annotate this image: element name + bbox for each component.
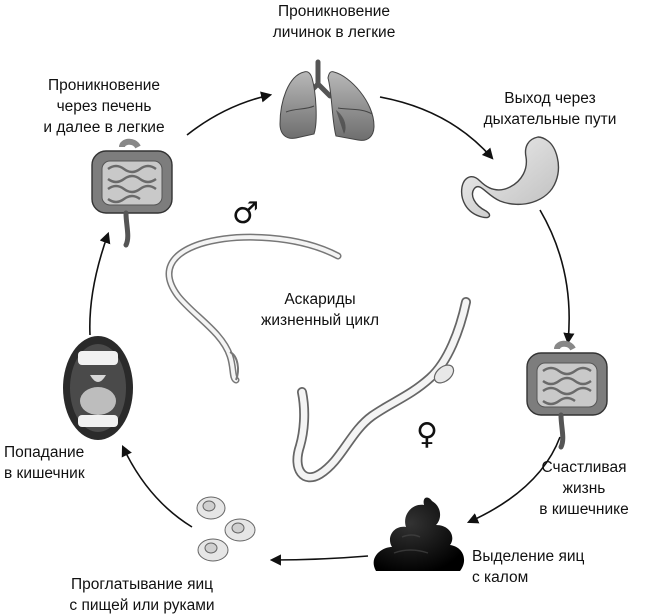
arrow-liver-to-lungs <box>186 91 273 136</box>
label-swallowing-line-2: с пищей или руками <box>69 597 215 614</box>
label-airways-line-2: дыхательные пути <box>483 111 617 128</box>
arrow-lungs-to-airways <box>379 96 494 160</box>
label-intestine-life: Счастливая жизнь в кишечнике <box>520 457 648 520</box>
eggs-icon <box>196 496 256 562</box>
stomach-icon <box>460 136 560 219</box>
label-intestine-life-line-2: жизнь <box>562 480 606 497</box>
female-symbol: ♀ <box>416 417 438 452</box>
arrow-eggs-to-mouth <box>121 444 193 528</box>
title-line-2: жизненный цикл <box>260 312 380 329</box>
label-egg-excretion-line-2: с калом <box>472 569 529 586</box>
male-worm-icon <box>165 233 342 384</box>
arrow-feces-to-eggs <box>269 554 369 566</box>
label-liver-migration-line-1: Проникновение <box>47 77 161 94</box>
label-liver-migration-line-2: через печень <box>56 98 152 115</box>
open-mouth-icon <box>63 336 133 440</box>
lungs-icon <box>279 59 375 141</box>
label-egg-excretion: Выделение яиц с калом <box>472 546 584 588</box>
arrow-airways-to-intestine <box>539 209 575 345</box>
label-airways: Выход через дыхательные пути <box>466 88 634 130</box>
label-egg-excretion-line-1: Выделение яиц <box>472 548 585 565</box>
feces-icon <box>373 497 465 571</box>
female-worm-icon <box>292 297 471 483</box>
label-lungs: Проникновение личинок в легкие <box>248 1 420 43</box>
label-liver-migration: Проникновение через печень и далее в лег… <box>20 75 188 138</box>
label-entry-intestine-line-2: в кишечник <box>4 465 85 482</box>
intestine-icon <box>526 340 608 450</box>
label-entry-intestine-line-1: Попадание <box>4 444 85 461</box>
label-intestine-life-line-3: в кишечнике <box>539 501 629 518</box>
label-liver-migration-line-3: и далее в легкие <box>43 119 165 136</box>
label-intestine-life-line-1: Счастливая <box>541 459 627 476</box>
cycle-title: Аскариды жизненный цикл <box>250 289 390 331</box>
label-lungs-line-2: личинок в легкие <box>272 24 396 41</box>
male-symbol: ♂ <box>232 196 259 231</box>
arrow-intestine-to-feces <box>466 436 561 524</box>
label-lungs-line-1: Проникновение <box>277 3 391 20</box>
title-line-1: Аскариды <box>284 291 356 308</box>
arrow-mouth-to-liver <box>89 231 111 336</box>
label-swallowing-line-1: Проглатывание яиц <box>70 576 213 593</box>
label-airways-line-1: Выход через <box>504 90 596 107</box>
intestine-icon <box>91 138 173 248</box>
label-entry-intestine: Попадание в кишечник <box>4 442 85 484</box>
label-swallowing: Проглатывание яиц с пищей или руками <box>32 574 252 615</box>
cycle-arrows <box>89 91 575 566</box>
